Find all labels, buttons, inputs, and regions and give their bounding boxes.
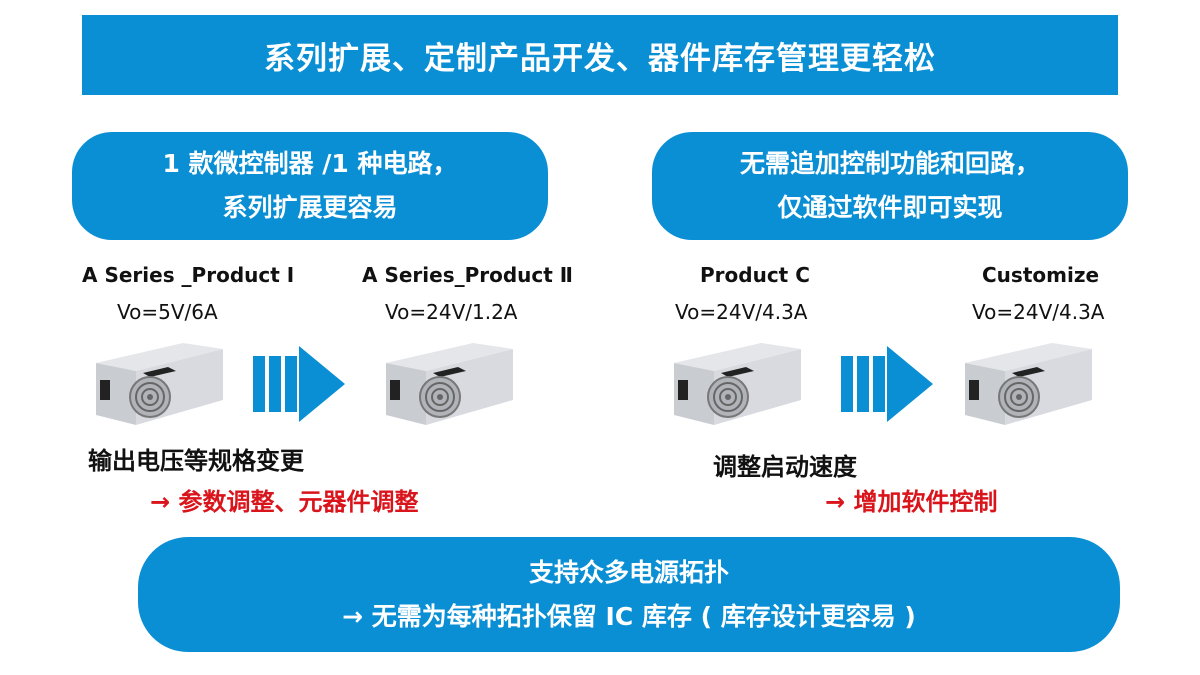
power-supply-image-4 <box>964 342 1093 426</box>
product-2-name: A Series_Product Ⅱ <box>362 263 573 287</box>
right-pill-line2: 仅通过软件即可实现 <box>777 193 1003 222</box>
right-result-text: → 增加软件控制 <box>825 488 998 516</box>
product-2-vo: Vo=24V/1.2A <box>385 300 518 324</box>
right-change-text: 调整启动速度 <box>713 453 857 481</box>
product-1-vo: Vo=5V/6A <box>117 300 218 324</box>
product-3-vo: Vo=24V/4.3A <box>675 300 808 324</box>
right-pill-line1: 无需追加控制功能和回路， <box>739 149 1040 178</box>
left-change-text: 输出电压等规格变更 <box>88 447 304 475</box>
bottom-pill-line1: 支持众多电源拓扑 <box>528 557 729 587</box>
bottom-pill: 支持众多电源拓扑 → 无需为每种拓扑保留 IC 库存 ( 库存设计更容易 ) <box>138 537 1120 652</box>
left-pill-line1: 1 款微控制器 /1 种电路， <box>162 149 458 178</box>
left-pill-line2: 系列扩展更容易 <box>222 193 398 222</box>
right-pill: 无需追加控制功能和回路， 仅通过软件即可实现 <box>652 132 1128 240</box>
product-4-name: Customize <box>982 263 1100 287</box>
left-result-text: → 参数调整、元器件调整 <box>150 488 419 516</box>
arrow-icon-1 <box>253 346 345 422</box>
arrow-icon-2 <box>841 346 933 422</box>
power-supply-image-1 <box>95 342 224 426</box>
power-supply-image-2 <box>385 342 514 426</box>
slide-title: 系列扩展、定制产品开发、器件库存管理更轻松 <box>82 15 1118 95</box>
product-1-name: A Series _Product I <box>82 263 295 287</box>
product-4-vo: Vo=24V/4.3A <box>972 300 1105 324</box>
left-pill: 1 款微控制器 /1 种电路， 系列扩展更容易 <box>72 132 548 240</box>
bottom-pill-line2: → 无需为每种拓扑保留 IC 库存 ( 库存设计更容易 ) <box>342 601 916 631</box>
power-supply-image-3 <box>673 342 802 426</box>
product-3-name: Product C <box>700 263 810 287</box>
